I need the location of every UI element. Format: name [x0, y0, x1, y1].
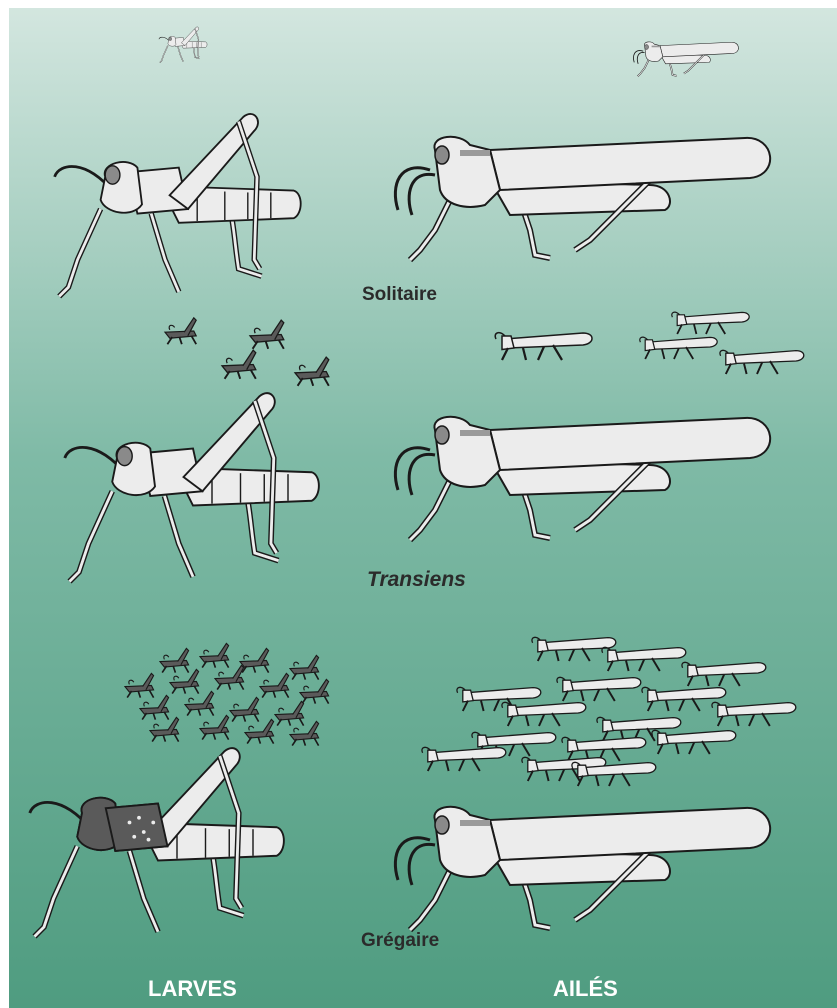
gregaire-larva-swarm — [125, 643, 329, 745]
solitaire-adult — [395, 137, 770, 260]
solitaire-small-adult — [633, 42, 738, 76]
transiens-larva-group — [165, 318, 329, 386]
gregaire-adult — [395, 807, 770, 930]
phase-label-transiens: Transiens — [367, 568, 466, 592]
column-label-ailes: AILÉS — [553, 976, 618, 1002]
phase-label-solitaire: Solitaire — [362, 284, 437, 306]
gregaire-larva — [30, 748, 284, 936]
gregaire-adult-swarm — [422, 637, 796, 786]
column-label-larves: LARVES — [148, 976, 237, 1002]
transiens-adult-group — [495, 312, 804, 374]
solitaire-larva — [55, 114, 301, 296]
transiens-adult — [395, 417, 770, 540]
transiens-larva — [65, 393, 319, 581]
solitaire-small-larva — [159, 27, 207, 63]
phase-label-gregaire: Grégaire — [361, 930, 439, 952]
